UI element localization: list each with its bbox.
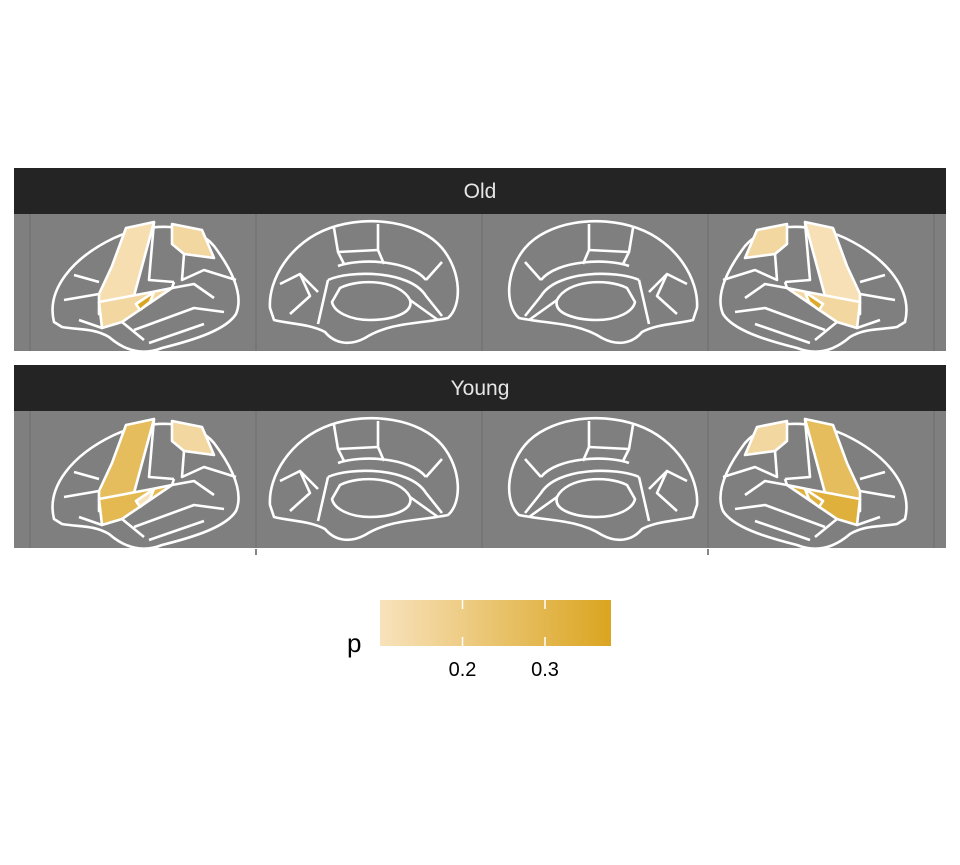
legend-ticks: 0.2 0.3 <box>449 600 559 681</box>
region-borders <box>279 421 444 522</box>
region-superior-parietal <box>743 222 789 260</box>
legend-title: p <box>347 628 361 658</box>
region-transverse-temporal <box>803 290 825 312</box>
brain-lateral-right <box>719 417 908 550</box>
region-superior-parietal <box>170 222 216 260</box>
region-transverse-temporal <box>134 290 156 312</box>
region-transverse-temporal <box>803 487 825 509</box>
brain-lateral-right <box>719 220 908 353</box>
facet-old: Old <box>14 168 946 353</box>
region-borders <box>63 418 237 542</box>
region-transverse-temporal <box>134 487 156 509</box>
legend-tick-label: 0.3 <box>531 659 559 681</box>
hemisphere-outline <box>719 422 908 550</box>
x-axis-ticks <box>255 549 709 555</box>
hemisphere-outline <box>51 422 240 550</box>
legend-colorbar <box>380 600 611 646</box>
brain-medial-right <box>507 219 699 345</box>
region-superior-parietal <box>170 419 216 457</box>
facet-strip-label: Young <box>451 377 510 400</box>
color-legend: p 0.2 0.3 <box>347 600 611 681</box>
region-superior-parietal <box>743 419 789 457</box>
region-borders <box>722 418 896 542</box>
brain-lateral-left <box>51 417 240 550</box>
brain-medial-right <box>507 416 699 542</box>
brain-lateral-left <box>51 220 240 353</box>
legend-tick-label: 0.2 <box>449 659 477 681</box>
brain-medial-left <box>268 416 460 542</box>
region-borders <box>63 221 237 345</box>
brain-medial-left <box>268 219 460 345</box>
facet-strip-label: Old <box>464 180 497 203</box>
region-borders <box>279 224 444 325</box>
facet-strip <box>14 168 946 214</box>
region-borders <box>523 224 688 325</box>
region-borders <box>523 421 688 522</box>
hemisphere-outline <box>51 225 240 353</box>
facet-strip <box>14 365 946 411</box>
region-borders <box>722 221 896 345</box>
hemisphere-outline <box>719 225 908 353</box>
facet-young: Young <box>14 365 946 550</box>
